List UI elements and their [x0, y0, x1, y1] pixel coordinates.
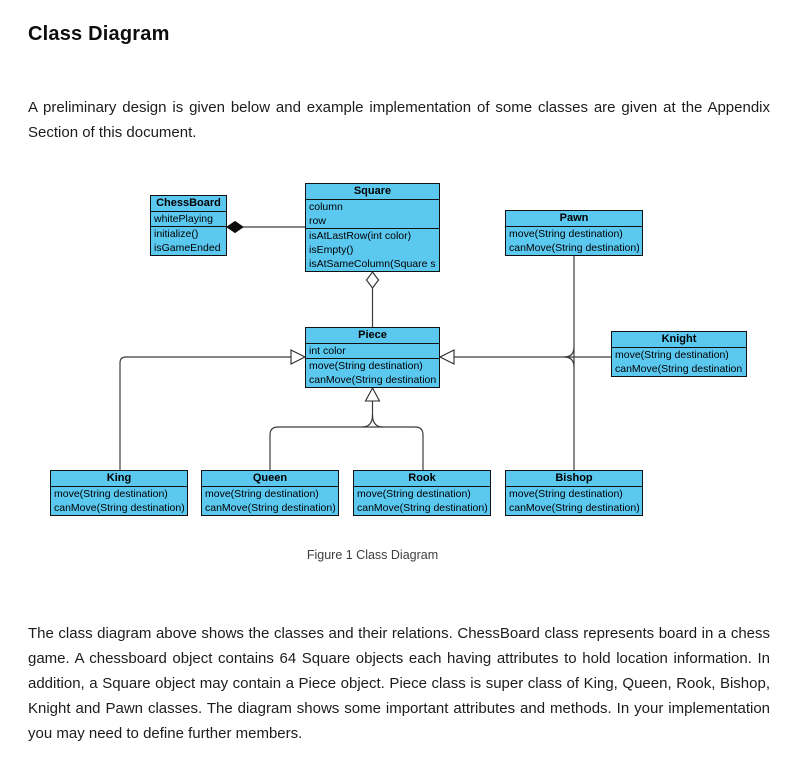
class-name: Rook: [354, 471, 490, 487]
class-name: Bishop: [506, 471, 642, 487]
methods-section: initialize() isGameEnded: [151, 226, 226, 255]
method: canMove(String destination): [509, 502, 639, 514]
method: isGameEnded: [154, 242, 221, 254]
generalization-arrow-right-icon: [438, 349, 455, 365]
method: canMove(String destination): [309, 374, 436, 386]
class-name: Queen: [202, 471, 338, 487]
method: canMove(String destination): [509, 242, 639, 254]
methods-section: move(String destination) canMove(String …: [612, 348, 746, 376]
class-name: Knight: [612, 332, 746, 348]
methods-section: move(String destination) canMove(String …: [51, 487, 187, 515]
class-name: Piece: [306, 328, 439, 344]
right-junction-fork: [563, 346, 575, 368]
class-box-piece: Piece int color move(String destination)…: [305, 327, 440, 388]
class-name: ChessBoard: [151, 196, 226, 212]
method: canMove(String destination): [615, 363, 743, 375]
aggregation-diamond-icon: [365, 271, 380, 289]
attribute: column: [309, 201, 343, 213]
queen-rook-bracket-line: [269, 426, 424, 470]
methods-section: isAtLastRow(int color) isEmpty() isAtSam…: [306, 228, 439, 271]
class-box-chessboard: ChessBoard whitePlaying initialize() isG…: [150, 195, 227, 256]
class-box-pawn: Pawn move(String destination) canMove(St…: [505, 210, 643, 256]
generalization-arrow-bottom-icon: [364, 386, 381, 402]
method: initialize(): [154, 228, 199, 240]
method: isAtLastRow(int color): [309, 230, 412, 242]
intro-paragraph: A preliminary design is given below and …: [28, 99, 770, 141]
figure-caption: Figure 1 Class Diagram: [306, 548, 439, 562]
attribute: int color: [309, 345, 346, 357]
method: canMove(String destination): [357, 502, 487, 514]
methods-section: move(String destination) canMove(String …: [306, 358, 439, 387]
class-box-bishop: Bishop move(String destination) canMove(…: [505, 470, 643, 516]
method: move(String destination): [615, 349, 729, 361]
attribute: whitePlaying: [154, 213, 213, 225]
attribute: row: [309, 215, 326, 227]
attributes-section: column row: [306, 200, 439, 228]
class-box-rook: Rook move(String destination) canMove(St…: [353, 470, 491, 516]
king-generalization-line: [119, 356, 291, 470]
method: move(String destination): [509, 228, 623, 240]
class-name: Pawn: [506, 211, 642, 227]
composition-diamond-icon: [226, 220, 244, 234]
method: canMove(String destination): [54, 502, 184, 514]
method: canMove(String destination): [205, 502, 335, 514]
attributes-section: int color: [306, 344, 439, 358]
class-name: King: [51, 471, 187, 487]
method: move(String destination): [309, 360, 423, 372]
class-box-square: Square column row isAtLastRow(int color)…: [305, 183, 440, 272]
page-title: Class Diagram: [28, 23, 170, 46]
class-name: Square: [306, 184, 439, 200]
method: move(String destination): [509, 488, 623, 500]
method: move(String destination): [54, 488, 168, 500]
method: move(String destination): [357, 488, 471, 500]
methods-section: move(String destination) canMove(String …: [506, 227, 642, 255]
methods-section: move(String destination) canMove(String …: [202, 487, 338, 515]
attributes-section: whitePlaying: [151, 212, 226, 226]
class-box-knight: Knight move(String destination) canMove(…: [611, 331, 747, 377]
class-box-queen: Queen move(String destination) canMove(S…: [201, 470, 339, 516]
generalization-arrow-left-icon: [290, 349, 307, 365]
methods-section: move(String destination) canMove(String …: [506, 487, 642, 515]
bottom-junction-fork: [361, 414, 384, 428]
methods-section: move(String destination) canMove(String …: [354, 487, 490, 515]
method: move(String destination): [205, 488, 319, 500]
body-paragraph: The class diagram above shows the classe…: [28, 625, 770, 742]
class-box-king: King move(String destination) canMove(St…: [50, 470, 188, 516]
method: isAtSameColumn(Square s): [309, 258, 436, 270]
method: isEmpty(): [309, 244, 354, 256]
